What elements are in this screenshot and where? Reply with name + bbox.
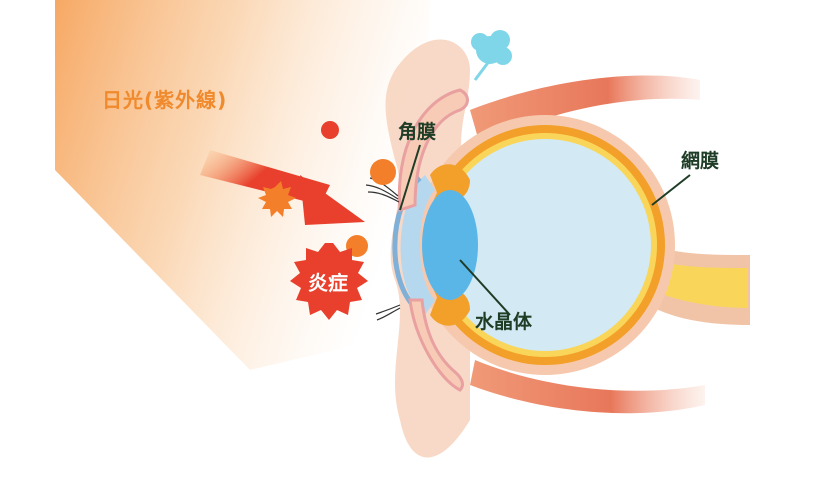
lens-shape [422, 190, 478, 300]
cornea-label: 角膜 [398, 121, 437, 143]
cornea-shape [400, 175, 435, 315]
uv-particle-cornea [370, 159, 396, 185]
ciliary-body-bottom [430, 288, 470, 326]
retina-pointer [651, 174, 691, 206]
lower-eye-muscle [470, 360, 705, 414]
vitreous-body [439, 139, 651, 351]
inflammation-burst-icon [290, 243, 368, 320]
upper-eye-muscle [470, 75, 700, 145]
retina-label: 網膜 [681, 150, 720, 172]
inflammation-label: 炎症 [308, 271, 348, 295]
lens-pointer [459, 259, 511, 316]
sunlight-label: 日光(紫外線) [102, 88, 228, 112]
eyelashes-bottom [375, 304, 401, 321]
lower-eyelid [408, 298, 464, 392]
upper-eyelid [397, 88, 469, 213]
uv-arrow [200, 150, 365, 225]
uv-particle [258, 181, 296, 217]
uv-particle-small [321, 121, 339, 139]
cornea-pointer [399, 144, 421, 211]
ciliary-body-top [430, 164, 470, 202]
lens-label: 水晶体 [475, 311, 533, 333]
tear-gland-icon [471, 30, 512, 65]
